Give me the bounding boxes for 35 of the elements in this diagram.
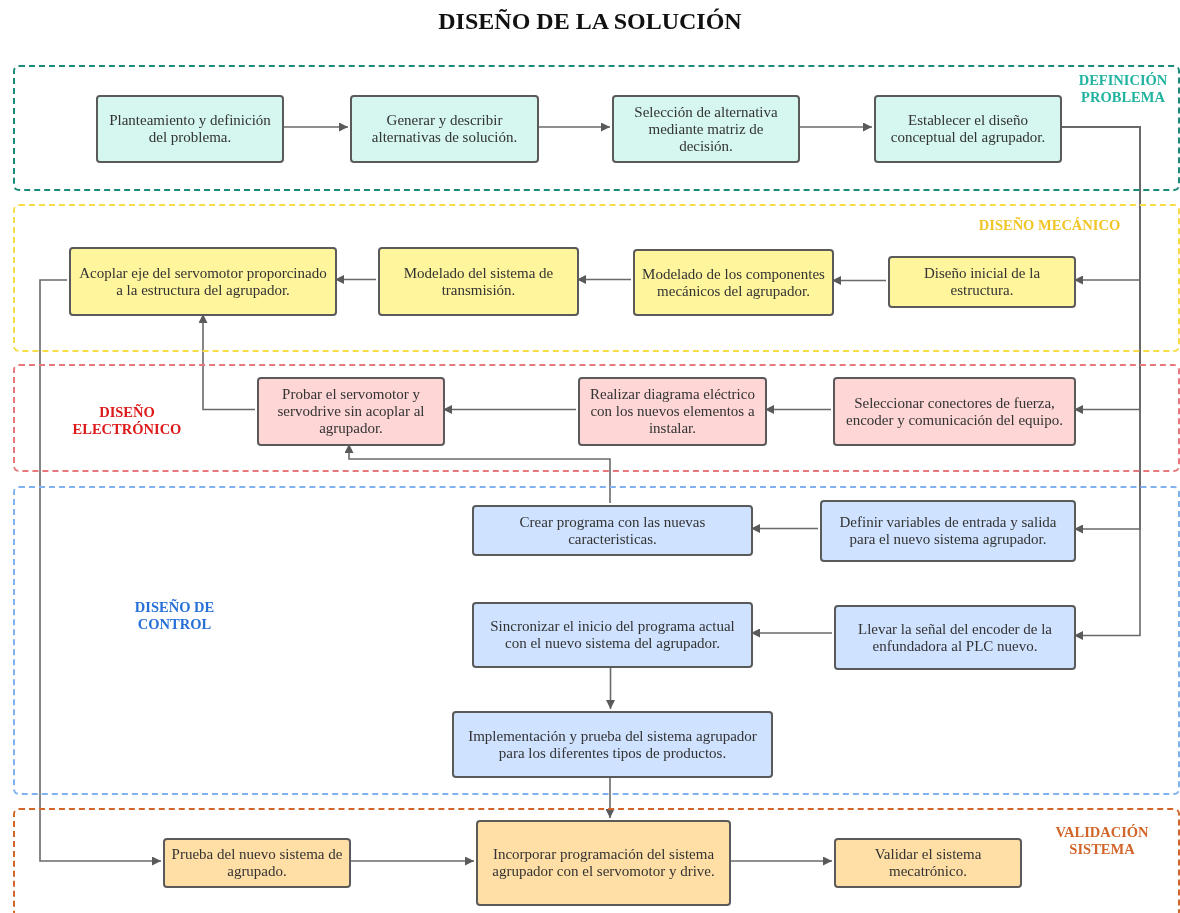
process-box: Selección de alternativa mediante matriz de decisión. xyxy=(612,95,800,163)
dashed-group-frame xyxy=(13,204,1180,352)
process-box: Planteamiento y definición del problema. xyxy=(96,95,284,163)
arrow xyxy=(605,775,615,819)
section-heading: VALIDACIÓN SISTEMA xyxy=(1054,824,1150,858)
process-box: Modelado del sistema de transmisión. xyxy=(378,247,579,316)
process-box: Modelado de los componentes mecánicos del agrupador. xyxy=(633,249,834,316)
process-box: Prueba del nuevo sistema de agrupado. xyxy=(163,838,351,888)
process-box: Llevar la señal del encoder de la enfundadora al PLC nuevo. xyxy=(834,605,1076,670)
dashed-group-frame xyxy=(13,364,1180,472)
dashed-group-frame xyxy=(13,808,1180,913)
section-heading: DEFINICIÓN PROBLEMA xyxy=(1077,72,1169,106)
section-heading: DISEÑO MECÁNICO xyxy=(977,217,1122,234)
process-box: Sincronizar el inicio del programa actual con el nuevo sistema del agrupador. xyxy=(472,602,753,668)
process-box: Implementación y prueba del sistema agrupador para los diferentes tipos de productos. xyxy=(452,711,773,778)
process-box: Incorporar programación del sistema agrupador con el servomotor y drive. xyxy=(476,820,731,906)
process-box: Definir variables de entrada y salida para el nuevo sistema agrupador. xyxy=(820,500,1076,562)
arrow xyxy=(606,665,615,710)
dashed-group-frame xyxy=(13,486,1180,795)
process-box: Diseño inicial de la estructura. xyxy=(888,256,1076,308)
process-box: Realizar diagrama eléctrico con los nuevos elementos a instalar. xyxy=(578,377,767,446)
process-box: Generar y describir alternativas de solución. xyxy=(350,95,539,163)
process-box: Crear programa con las nuevas caracteristicas. xyxy=(472,505,753,556)
section-heading: DISEÑO DE CONTROL xyxy=(133,599,216,633)
process-box: Seleccionar conectores de fuerza, encoder y comunicación del equipo. xyxy=(833,377,1076,446)
arrow xyxy=(344,443,611,504)
section-heading: DISEÑO ELECTRÓNICO xyxy=(71,404,183,438)
process-box: Establecer el diseño conceptual del agrupador. xyxy=(874,95,1062,163)
process-box: Validar el sistema mecatrónico. xyxy=(834,838,1022,888)
dashed-group-frame xyxy=(13,65,1180,191)
diagram-title: DISEÑO DE LA SOLUCIÓN xyxy=(438,8,742,35)
process-box: Probar el servomotor y servodrive sin acoplar al agrupador. xyxy=(257,377,445,446)
arrow xyxy=(198,313,256,411)
process-box: Acoplar eje del servomotor proporcinado a la estructura del agrupador. xyxy=(69,247,337,316)
arrow xyxy=(39,279,162,866)
